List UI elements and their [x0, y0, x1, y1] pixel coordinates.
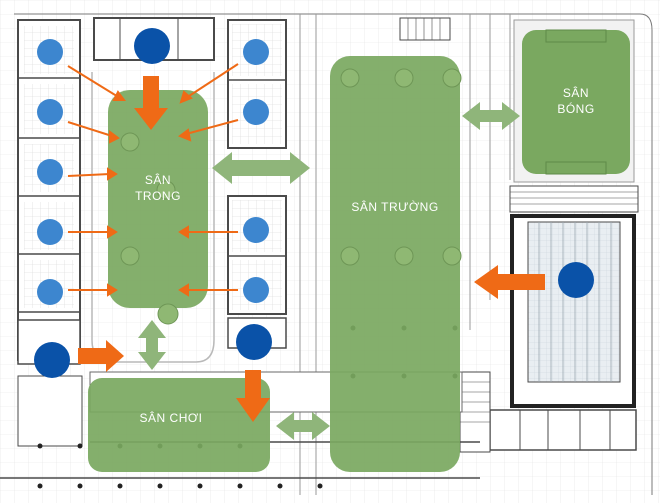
arrow-pool-left — [474, 265, 545, 299]
site-boundary — [14, 13, 653, 495]
arrow-courtyard-to-playground — [138, 320, 166, 370]
arrow-south-down — [236, 370, 270, 422]
arrow-playground-to-schoolyard — [276, 412, 330, 440]
san-choi-zone — [88, 378, 270, 472]
swimming-pool — [527, 221, 621, 383]
san-bong-zone — [522, 30, 630, 174]
san-bong-label: SÂN BÓNG — [548, 85, 604, 117]
classroom-markers — [37, 39, 269, 305]
san-trong-label-line1: SÂN — [144, 173, 172, 187]
san-truong-zone — [330, 56, 460, 472]
arrow-schoolyard-to-pitch — [462, 102, 520, 130]
san-truong-label: SÂN TRƯỜNG — [351, 200, 439, 214]
san-trong-label: SÂN TRONG — [130, 172, 186, 204]
entrance-markers — [34, 28, 594, 378]
arrow-courtyard-to-schoolyard — [212, 152, 310, 184]
san-choi-label: SÂN CHƠI — [139, 411, 203, 425]
trees — [120, 68, 462, 325]
arrow-west-right — [78, 340, 124, 372]
san-trong-label-line2: TRONG — [135, 189, 181, 203]
arrow-north-down — [134, 76, 168, 130]
green-double-arrows — [138, 102, 520, 440]
san-bong-label-line1: SÂN — [562, 86, 590, 100]
orange-flow-arrows — [78, 76, 545, 422]
san-bong-label-line2: BÓNG — [557, 102, 595, 116]
thin-orange-arrows — [67, 63, 239, 297]
